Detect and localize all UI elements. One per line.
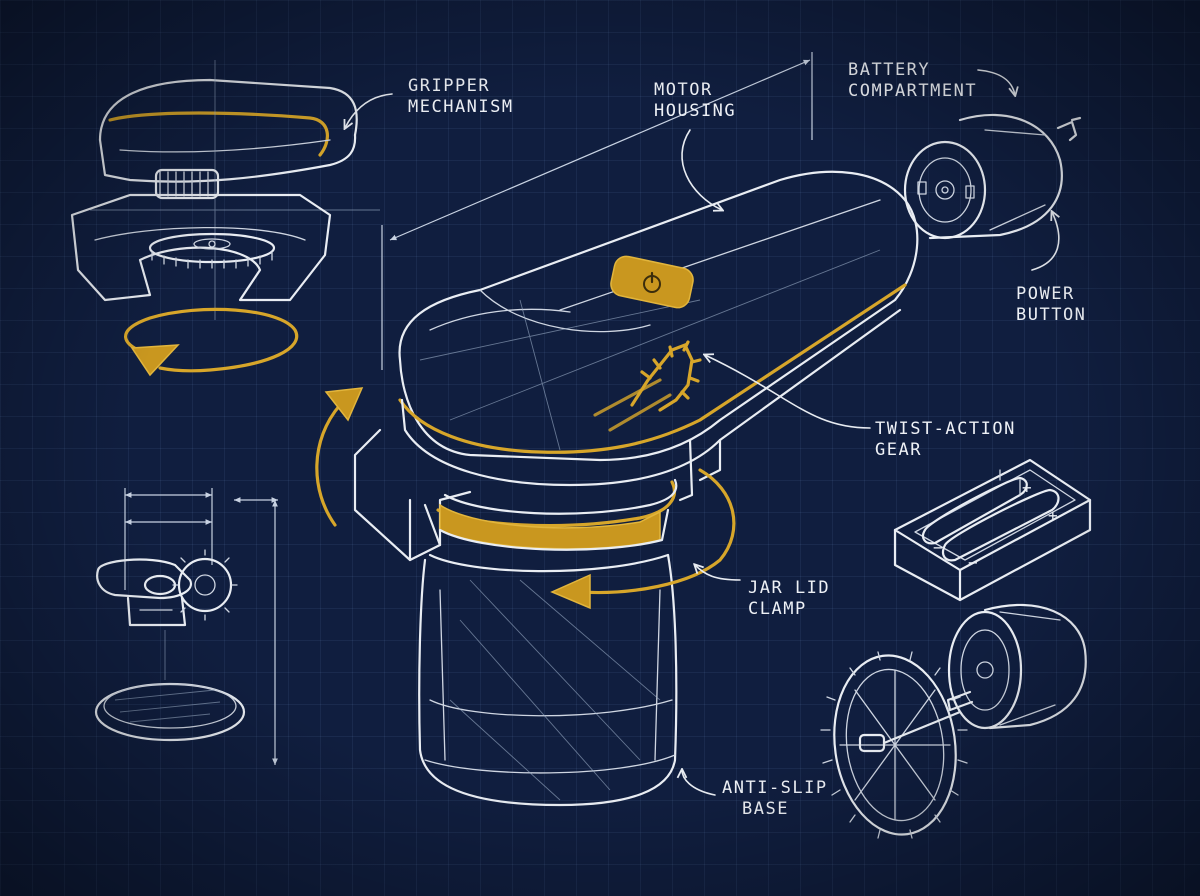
label-line: JAR LID	[748, 578, 831, 598]
label-line: MOTOR	[654, 80, 713, 100]
label-line: GEAR	[875, 440, 922, 460]
leader-lines	[345, 69, 1059, 796]
power-button-sketch	[610, 255, 694, 309]
label-line: HOUSING	[654, 101, 737, 121]
label-battery-compartment: BATTERY COMPARTMENT	[848, 60, 977, 102]
label-motor-housing: MOTOR HOUSING	[654, 80, 736, 122]
battery-mark-plus-1: +	[1022, 478, 1032, 497]
label-line: MECHANISM	[408, 97, 514, 117]
gripper-mechanism-sketch	[70, 60, 380, 377]
rotation-arrow-icon	[124, 307, 299, 377]
motor-sketch	[903, 113, 1082, 240]
label-line: GRIPPER	[408, 76, 491, 96]
label-line: BUTTON	[1016, 305, 1087, 325]
label-twist-action-gear: TWIST-ACTION GEAR	[875, 419, 1016, 461]
label-anti-slip-base: ANTI-SLIP BASE	[722, 778, 828, 820]
power-icon	[643, 271, 661, 293]
label-line: BATTERY	[848, 60, 931, 80]
label-power-button: POWER BUTTON	[1016, 284, 1086, 326]
battery-mark-minus-2: −	[968, 553, 978, 572]
label-line: CLAMP	[748, 599, 807, 619]
jar-opener-device-sketch	[315, 52, 919, 807]
label-gripper-mechanism: GRIPPER MECHANISM	[408, 76, 514, 118]
battery-mark-plus-2: +	[1048, 506, 1058, 525]
label-line: COMPARTMENT	[848, 81, 978, 101]
gear-motor-sketch	[820, 603, 1087, 839]
label-jar-lid-clamp: JAR LID CLAMP	[748, 578, 830, 620]
rotation-arrow-icon	[315, 387, 736, 610]
battery-pack-sketch	[893, 458, 1092, 602]
battery-mark-minus-1: −	[933, 538, 943, 557]
label-line: TWIST-ACTION	[875, 419, 1016, 439]
small-gear-assembly-sketch	[94, 488, 278, 765]
label-line: BASE	[742, 799, 789, 819]
label-line: ANTI-SLIP	[722, 778, 828, 798]
label-line: POWER	[1016, 284, 1075, 304]
gear-icon	[593, 340, 702, 432]
